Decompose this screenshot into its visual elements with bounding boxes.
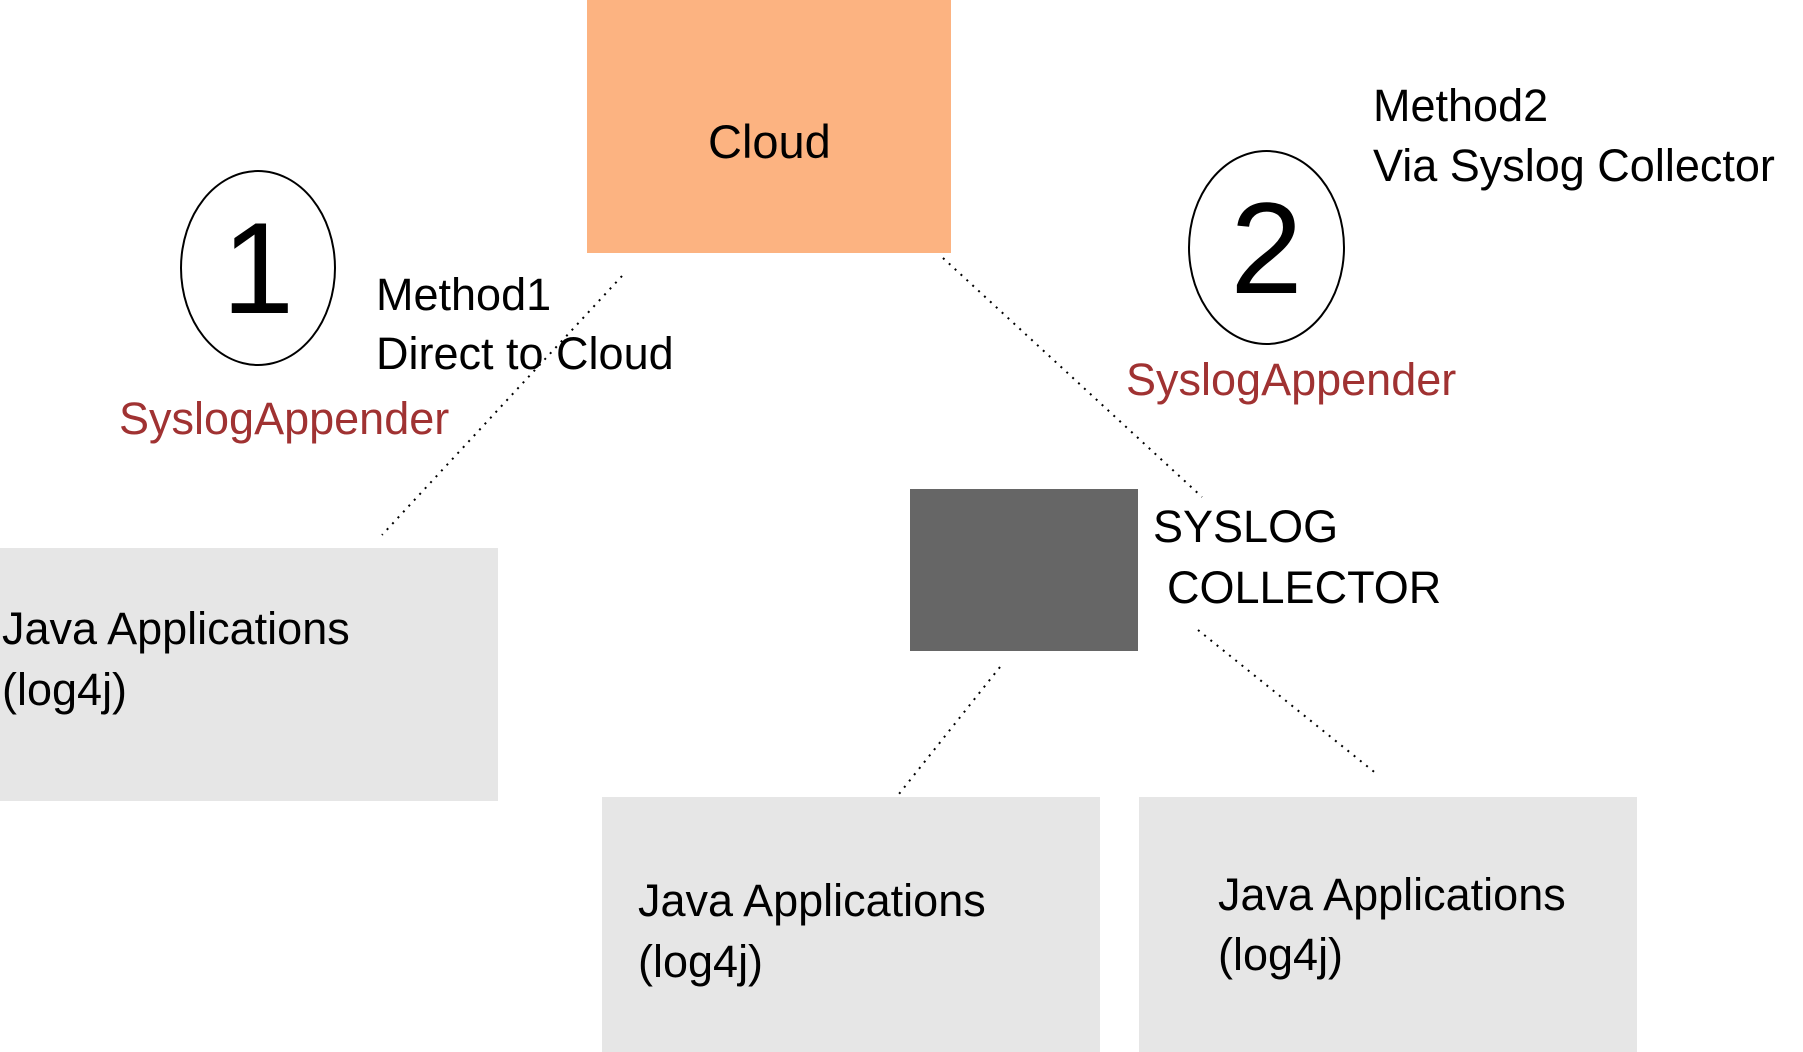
connector-collector-to-app3: [1197, 629, 1379, 776]
method1-number-circle: 1: [180, 170, 336, 366]
java-app-1-line2: (log4j): [2, 664, 128, 715]
collector-label-line2: COLLECTOR: [1167, 562, 1442, 613]
java-app-3-line2: (log4j): [1218, 929, 1344, 980]
method2-appender: SyslogAppender: [1126, 354, 1457, 405]
collector-label-line1: SYSLOG: [1153, 501, 1339, 552]
method2-number: 2: [1230, 174, 1303, 321]
method2-number-circle: 2: [1188, 150, 1345, 345]
method2-title: Method2: [1373, 80, 1549, 131]
syslog-collector-box: [910, 489, 1138, 651]
java-app-box-1: Java Applications (log4j): [0, 548, 498, 801]
method1-appender: SyslogAppender: [119, 393, 450, 444]
java-app-2-line1: Java Applications: [638, 875, 986, 926]
cloud-label: Cloud: [708, 115, 831, 168]
java-app-1-line1: Java Applications: [2, 603, 350, 654]
method1-title: Method1: [376, 269, 552, 320]
method1-subtitle: Direct to Cloud: [376, 328, 674, 379]
cloud-box: Cloud: [587, 0, 951, 253]
method2-subtitle: Via Syslog Collector: [1373, 140, 1775, 191]
java-app-2-line2: (log4j): [638, 936, 764, 987]
method1-number: 1: [221, 195, 295, 341]
java-app-3-line1: Java Applications: [1218, 869, 1566, 920]
java-app-box-3: Java Applications (log4j): [1139, 797, 1637, 1052]
java-app-box-2: Java Applications (log4j): [602, 797, 1100, 1052]
